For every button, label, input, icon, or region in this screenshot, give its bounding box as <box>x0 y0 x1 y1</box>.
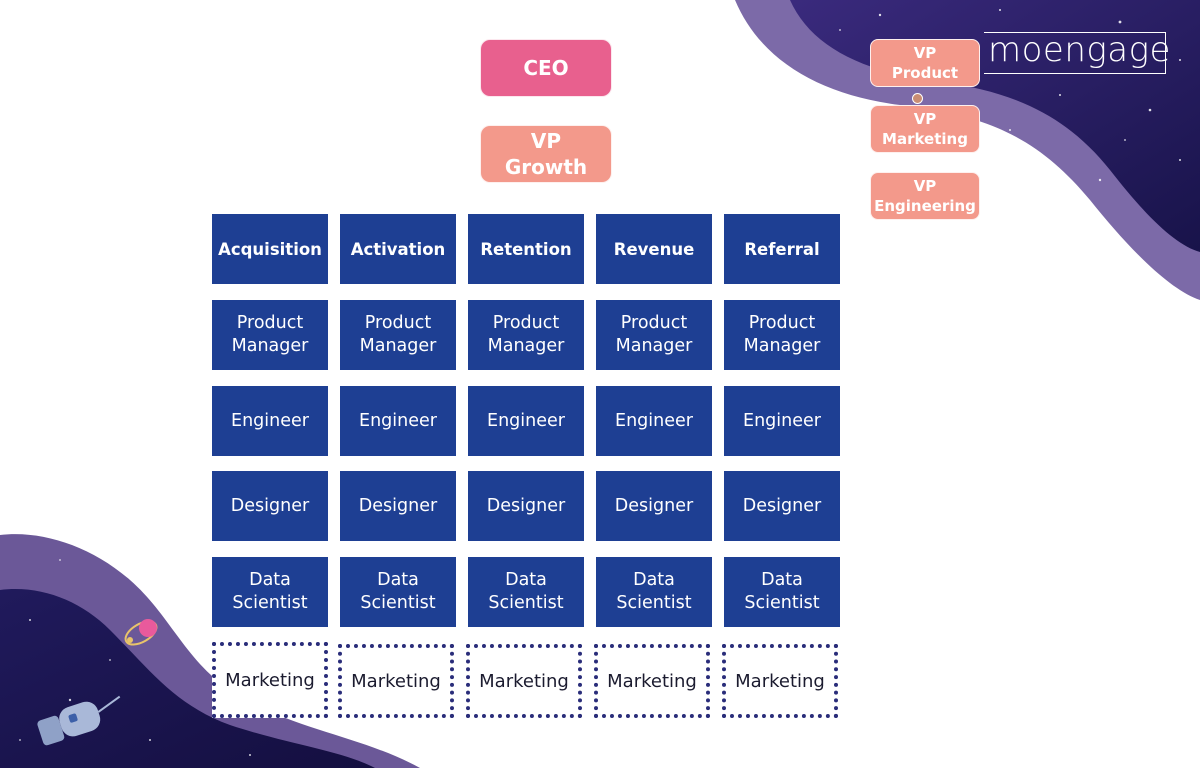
column-header-activation: Activation <box>340 214 456 284</box>
role-cell-designer: Designer <box>468 471 584 541</box>
role-cell-data-scientist: Data Scientist <box>596 557 712 627</box>
column-header-referral: Referral <box>724 214 840 284</box>
vp-marketing-label: VP Marketing <box>882 110 968 148</box>
role-cell-data-scientist: Data Scientist <box>724 557 840 627</box>
vp-growth-box: VP Growth <box>480 125 612 183</box>
role-cell-marketing: Marketing <box>466 644 582 718</box>
role-cell-data-scientist: Data Scientist <box>468 557 584 627</box>
role-cell-designer: Designer <box>596 471 712 541</box>
vp-growth-label: VP Growth <box>504 129 588 179</box>
role-cell-product-manager: Product Manager <box>212 300 328 370</box>
role-cell-designer: Designer <box>340 471 456 541</box>
moengage-logo: moengage <box>984 30 1170 74</box>
ceo-box: CEO <box>480 39 612 97</box>
vp-engineering-box: VP Engineering <box>870 172 980 220</box>
vp-marketing-box: VP Marketing <box>870 105 980 153</box>
role-cell-product-manager: Product Manager <box>468 300 584 370</box>
role-cell-data-scientist: Data Scientist <box>340 557 456 627</box>
role-cell-data-scientist: Data Scientist <box>212 557 328 627</box>
role-cell-designer: Designer <box>724 471 840 541</box>
role-cell-designer: Designer <box>212 471 328 541</box>
role-cell-marketing: Marketing <box>212 642 328 718</box>
column-header-revenue: Revenue <box>596 214 712 284</box>
rocket-icon <box>37 695 121 746</box>
role-cell-marketing: Marketing <box>338 644 454 718</box>
connector-dot <box>912 93 923 104</box>
role-cell-marketing: Marketing <box>594 644 710 718</box>
role-cell-product-manager: Product Manager <box>596 300 712 370</box>
logo-text: moengage <box>988 30 1171 70</box>
vp-product-label: VP Product <box>891 44 959 82</box>
role-cell-engineer: Engineer <box>724 386 840 456</box>
role-cell-engineer: Engineer <box>468 386 584 456</box>
satellite-icon <box>124 619 158 646</box>
role-cell-engineer: Engineer <box>596 386 712 456</box>
column-header-retention: Retention <box>468 214 584 284</box>
vp-engineering-label: VP Engineering <box>874 177 976 215</box>
ceo-label: CEO <box>523 56 569 80</box>
vp-product-box: VP Product <box>870 39 980 87</box>
role-cell-engineer: Engineer <box>212 386 328 456</box>
role-cell-product-manager: Product Manager <box>340 300 456 370</box>
role-cell-engineer: Engineer <box>340 386 456 456</box>
role-cell-marketing: Marketing <box>722 644 838 718</box>
role-cell-product-manager: Product Manager <box>724 300 840 370</box>
column-header-acquisition: Acquisition <box>212 214 328 284</box>
